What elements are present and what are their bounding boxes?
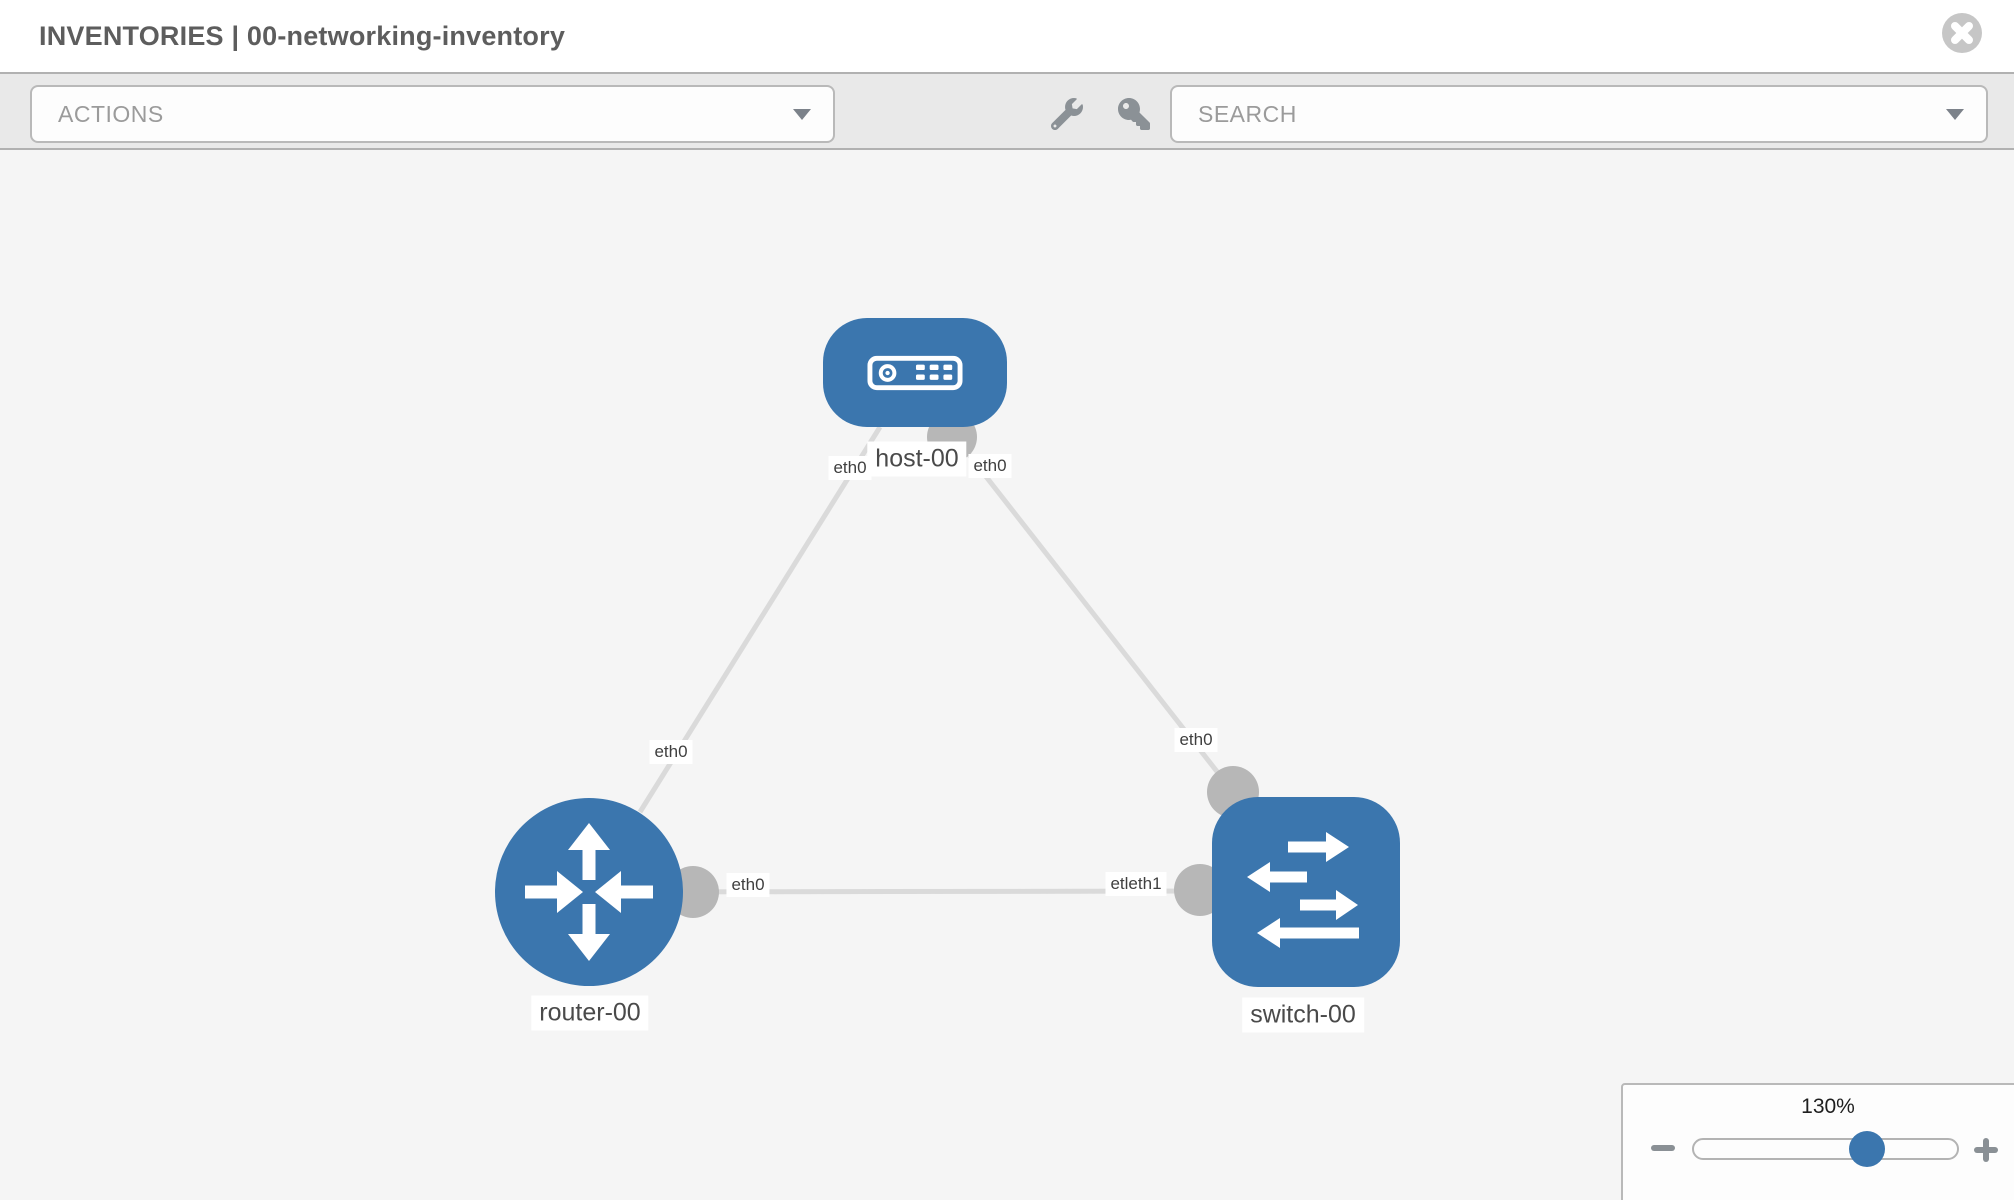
zoom-in-button[interactable]: [1973, 1137, 1999, 1163]
close-button[interactable]: [1942, 13, 1982, 53]
node-host-00[interactable]: [823, 318, 1007, 427]
zoom-level: 130%: [1801, 1095, 1855, 1118]
chevron-down-icon: [793, 109, 811, 120]
node-router-00[interactable]: [495, 798, 683, 986]
zoom-out-button[interactable]: [1649, 1141, 1677, 1155]
page-title: INVENTORIES | 00-networking-inventory: [39, 21, 566, 51]
topology-canvas[interactable]: host-00 router-00 switch-00 eth0 eth0 et…: [0, 150, 2014, 1200]
node-label-switch: switch-00: [1242, 997, 1364, 1033]
close-icon: [1951, 22, 1973, 44]
iface-label-host-right: eth0: [968, 454, 1012, 478]
router-icon: [525, 823, 653, 961]
iface-label-switch-left: etleth1: [1105, 872, 1167, 896]
minus-icon: [1651, 1145, 1675, 1151]
actions-dropdown-label: ACTIONS: [58, 101, 164, 127]
iface-label-router-top: eth0: [649, 740, 693, 764]
node-label-host: host-00: [867, 441, 967, 477]
zoom-slider-thumb[interactable]: [1849, 1131, 1885, 1167]
search-box[interactable]: [1170, 85, 1988, 143]
chevron-down-icon: [1946, 109, 1964, 120]
iface-label-host-left: eth0: [828, 456, 872, 480]
search-input[interactable]: [1198, 89, 1928, 139]
node-switch-00[interactable]: [1212, 797, 1400, 987]
wrench-icon[interactable]: [1051, 98, 1083, 130]
zoom-panel: 130%: [1621, 1083, 2014, 1200]
iface-label-router-right: eth0: [726, 873, 770, 897]
switch-icon: [1247, 832, 1359, 948]
host-icon: [867, 355, 963, 390]
key-icon[interactable]: [1118, 98, 1150, 130]
iface-label-switch-top: eth0: [1174, 728, 1218, 752]
links-layer: [588, 412, 1259, 918]
header: INVENTORIES | 00-networking-inventory: [0, 0, 2014, 72]
plus-icon: [1983, 1138, 1989, 1162]
zoom-slider-track[interactable]: [1692, 1131, 1959, 1167]
node-label-router: router-00: [531, 995, 649, 1031]
actions-dropdown[interactable]: ACTIONS: [30, 85, 835, 143]
